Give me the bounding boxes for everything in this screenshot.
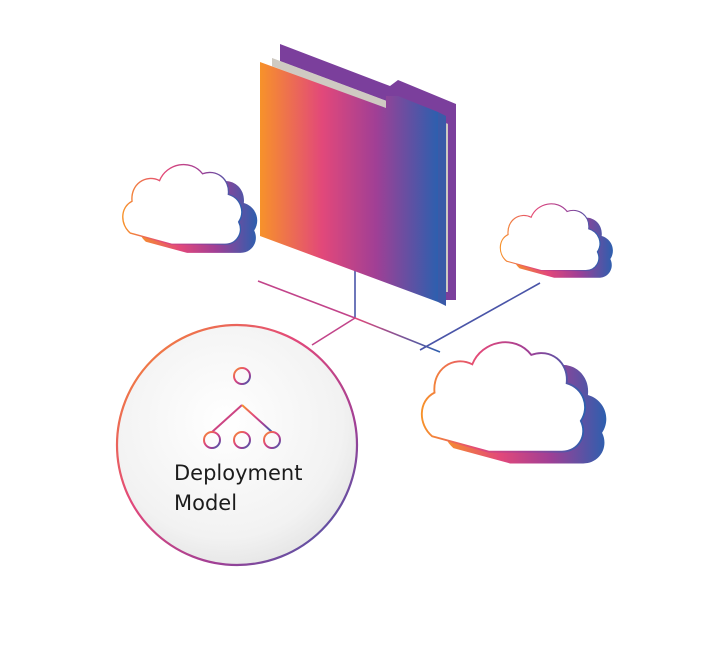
folder-icon <box>260 44 456 306</box>
connector-bottom-right-cloud <box>419 282 541 351</box>
hierarchy-icon <box>203 367 281 449</box>
cloud-icon <box>122 163 258 254</box>
cloud-icon <box>420 341 608 465</box>
badge-label-line2: Model <box>174 491 237 515</box>
connector-hub-left-cloud <box>257 280 356 319</box>
connector-lines <box>257 255 541 353</box>
deployment-model-badge: Deployment Model <box>115 323 359 567</box>
badge-label-line1: Deployment <box>174 461 302 485</box>
connector-hub-bottom-cloud <box>354 317 441 353</box>
connector-hub-circle <box>311 317 356 346</box>
cloud-icon <box>499 203 614 279</box>
